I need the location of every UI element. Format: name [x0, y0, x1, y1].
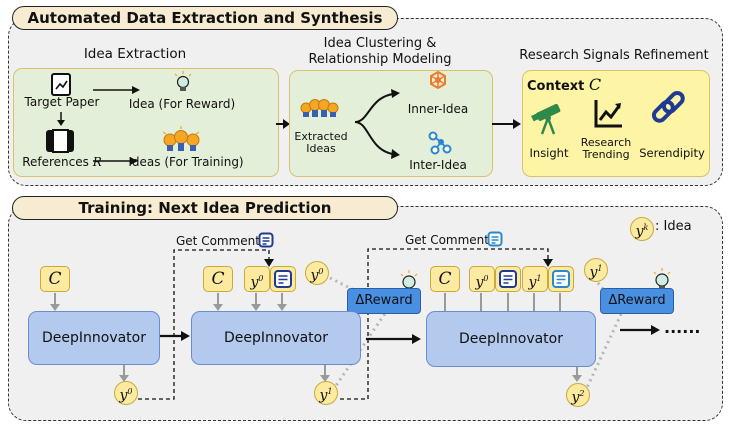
clustering-graphics: [300, 70, 452, 159]
telescope-icon: [531, 103, 561, 135]
idea-input: y0: [469, 266, 495, 292]
get-comment-label: Get Comment: [176, 234, 260, 248]
idea-clustering-title: Idea Clustering &Relationship Modeling: [300, 36, 460, 68]
references-label: References R: [14, 155, 110, 169]
y-symbol: y: [528, 274, 537, 291]
idea-clustering-panel: [289, 70, 493, 177]
y-sup: 1: [327, 387, 333, 396]
references-icon: [46, 129, 74, 153]
comment-input: [495, 266, 521, 292]
refinement-icons: [531, 90, 685, 135]
extracted-line1: Extracted: [294, 130, 348, 143]
y-symbol: y: [571, 389, 580, 406]
y-symbol: y: [589, 264, 598, 281]
idea-extraction-icons: [46, 71, 200, 165]
y-sup: 0: [483, 274, 489, 283]
insight-label: Insight: [529, 146, 569, 160]
legend-idea-symbol: yk: [630, 217, 654, 241]
context-input: C: [430, 266, 460, 292]
references-text: References: [22, 155, 89, 169]
trending-line2: Trending: [582, 148, 630, 161]
reward-bulb-icon: [653, 268, 671, 290]
target-paper-label: Target Paper: [24, 95, 100, 109]
comment-icon: [258, 232, 274, 248]
idea-output: y0: [114, 381, 138, 405]
comment-icon: [487, 231, 503, 247]
continuation-ellipsis: ......: [664, 318, 701, 337]
deepinnovator-model: DeepInnovator: [28, 311, 160, 365]
flow-arrow: [492, 119, 521, 129]
trending-line1: Research: [580, 136, 632, 149]
comment-input: [548, 266, 574, 292]
references-symbol: R: [92, 155, 102, 169]
extracted-ideas-icon: [300, 99, 339, 117]
inner-idea-icon: [430, 70, 446, 90]
idea-extraction-title: Idea Extraction: [83, 46, 187, 62]
y-sup: 1: [536, 274, 542, 283]
comment-icon: [499, 270, 517, 288]
idea-reward-label: Idea (For Reward): [128, 97, 236, 111]
context-label: Context C: [527, 75, 607, 94]
idea-reference: y0: [305, 261, 329, 285]
comment-icon: [552, 270, 570, 288]
paper-icon: [51, 73, 71, 96]
trending-icon: [594, 100, 622, 128]
reward-signal: ΔReward: [600, 288, 674, 314]
get-comment-label: Get Comment: [405, 233, 489, 247]
legend-y: y: [635, 223, 644, 240]
idea-input: y0: [244, 266, 270, 292]
idea-output: y2: [566, 383, 590, 407]
y-symbol: y: [475, 274, 484, 291]
context-input: C: [203, 266, 233, 292]
reward-signal: ΔReward: [347, 288, 421, 314]
data-extraction-title: Automated Data Extraction and Synthesis: [12, 6, 398, 30]
inter-idea-label: Inter-Idea: [409, 158, 467, 172]
clustering-line2: Relationship Modeling: [308, 52, 452, 67]
idea-output: y1: [314, 381, 338, 405]
refinement-title: Research Signals Refinement: [519, 48, 709, 63]
extracted-line2: Ideas: [306, 142, 336, 155]
context-text: Context: [527, 79, 585, 94]
inter-idea-icon: [428, 131, 452, 155]
y-sup: 2: [579, 389, 585, 398]
context-symbol: C: [588, 75, 602, 94]
idea-input: y1: [522, 266, 548, 292]
serendipity-label: Serendipity: [639, 146, 705, 160]
y-sup: 0: [127, 387, 133, 396]
flow-arrow: [276, 119, 290, 129]
legend-idea-text: : Idea: [655, 219, 692, 234]
clustering-line1: Idea Clustering &: [323, 36, 437, 51]
deepinnovator-model: DeepInnovator: [191, 311, 361, 365]
lightbulb-icon: [174, 71, 192, 91]
y-symbol: y: [119, 387, 128, 404]
inner-idea-label: Inner-Idea: [407, 102, 469, 116]
y-sup: 0: [318, 267, 324, 276]
legend-sup: k: [643, 223, 649, 232]
context-panel: [522, 70, 710, 177]
y-symbol: y: [319, 387, 328, 404]
ideas-training-label: Ideas (For Training): [128, 155, 244, 169]
link-icon: [651, 90, 685, 123]
context-input: C: [40, 266, 70, 292]
lightbulb-cluster-icon: [162, 126, 200, 151]
y-symbol: y: [250, 274, 259, 291]
training-title: Training: Next Idea Prediction: [12, 196, 398, 220]
y-symbol: y: [310, 267, 319, 284]
idea-reference: y1: [584, 258, 608, 282]
deepinnovator-model: DeepInnovator: [426, 311, 596, 367]
y-sup: 1: [597, 264, 603, 273]
comment-icon: [274, 270, 292, 288]
comment-input: [270, 266, 296, 292]
y-sup: 0: [258, 274, 264, 283]
